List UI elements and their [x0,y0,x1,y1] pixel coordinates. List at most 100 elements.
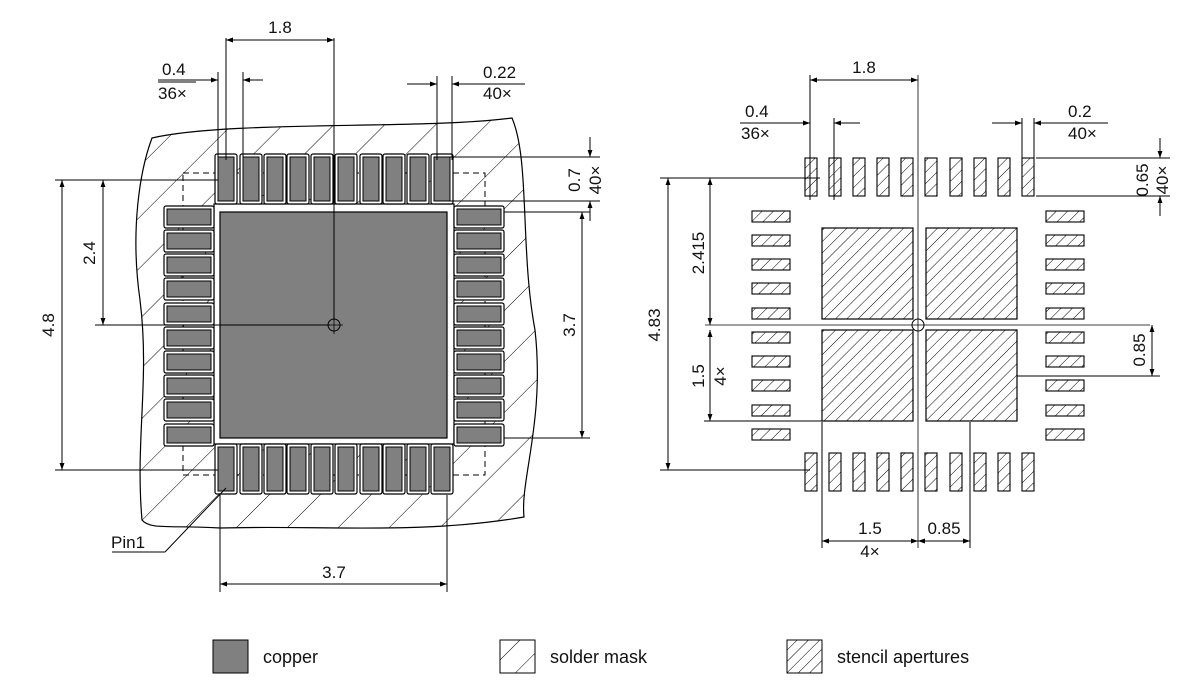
right-pad [456,329,502,347]
bottom-aperture [876,452,890,492]
left-pad [166,377,212,395]
dim-text-r-1-5-h: 1.5 [858,519,882,538]
right-aperture [1045,307,1085,320]
bottom-aperture [900,452,914,492]
pin1-leader [164,487,227,553]
left-pad [166,329,212,347]
dim-text-2-4: 2.4 [80,241,99,265]
top-pad [289,156,307,202]
top-pad [217,156,235,202]
top-pad [385,156,403,202]
right-aperture [1045,282,1085,295]
dim-text-0-22: 0.22 [483,63,516,82]
ep-aperture-bottom-right [925,329,1018,422]
right-aperture [1045,331,1085,344]
bottom-pad [362,446,380,492]
top-aperture [997,157,1011,197]
bottom-pad [409,446,427,492]
top-pad [242,156,260,202]
left-pad [166,353,212,371]
left-aperture [751,379,791,392]
right-aperture-group [751,157,1085,492]
dim-text-3-7-v: 3.7 [560,313,579,337]
top-pad [337,156,355,202]
right-pad [456,426,502,444]
legend: copper solder mask stencil apertures [212,639,969,674]
bottom-aperture [973,452,987,492]
center-mark-right [911,318,925,332]
left-pad [166,208,212,226]
right-aperture [1045,210,1085,223]
bottom-aperture [852,452,866,492]
legend-swatch-copper [212,639,249,674]
bottom-aperture [997,452,1011,492]
bottom-aperture [924,452,938,492]
legend-label-copper: copper [263,647,318,667]
dim-text-3-7-h: 3.7 [322,563,346,582]
right-pad [456,401,502,419]
right-aperture [1045,428,1085,441]
left-pad-group [163,153,505,495]
bottom-pad [385,446,403,492]
left-pad [166,305,212,323]
right-aperture [1045,355,1085,368]
top-aperture [1021,157,1035,197]
bottom-pad [433,446,451,492]
top-aperture [900,157,914,197]
top-aperture [804,157,818,197]
top-pad [266,156,284,202]
top-pad [313,156,331,202]
legend-swatch-solder-mask [499,639,536,674]
right-pad [456,353,502,371]
left-aperture [751,331,791,344]
dim-text-r-0-65: 0.65 [1133,163,1152,196]
right-aperture [1045,234,1085,247]
top-aperture [852,157,866,197]
top-pad [362,156,380,202]
dim-text-r-1-8: 1.8 [852,58,876,77]
dim-text-r-0-85-h: 0.85 [927,519,960,538]
bottom-pad [217,446,235,492]
dim-text-r-4x-h: 4× [860,542,879,561]
bottom-aperture [828,452,842,492]
legend-label-stencil: stencil apertures [837,647,969,667]
right-pad [456,256,502,274]
right-aperture [1045,404,1085,417]
left-pad [166,280,212,298]
dim-text-0-7: 0.7 [565,168,584,192]
right-aperture [1045,258,1085,271]
right-pad [456,280,502,298]
left-aperture [751,307,791,320]
right-pad [456,208,502,226]
dim-text-r-4-83: 4.83 [645,308,664,341]
left-aperture [751,355,791,368]
ep-aperture-top-left [821,227,914,320]
right-pad [456,232,502,250]
right-pad [456,305,502,323]
top-aperture [973,157,987,197]
top-pad [409,156,427,202]
top-pad [433,156,451,202]
dim-text-r-36x: 36× [741,124,770,143]
bottom-pad [337,446,355,492]
left-aperture [751,428,791,441]
left-aperture [751,234,791,247]
dim-text-40x-b: 40× [586,166,605,195]
pin1-label: Pin1 [111,533,145,552]
dim-text-r-0-2: 0.2 [1068,102,1092,121]
left-aperture [751,282,791,295]
legend-swatch-stencil [786,639,823,674]
bottom-pad [242,446,260,492]
legend-label-solder-mask: solder mask [550,647,648,667]
ep-aperture-top-right [925,227,1018,320]
dim-text-r-0-4: 0.4 [745,102,769,121]
bottom-pad [266,446,284,492]
bottom-pad [313,446,331,492]
right-aperture [1045,379,1085,392]
bottom-aperture [1021,452,1035,492]
